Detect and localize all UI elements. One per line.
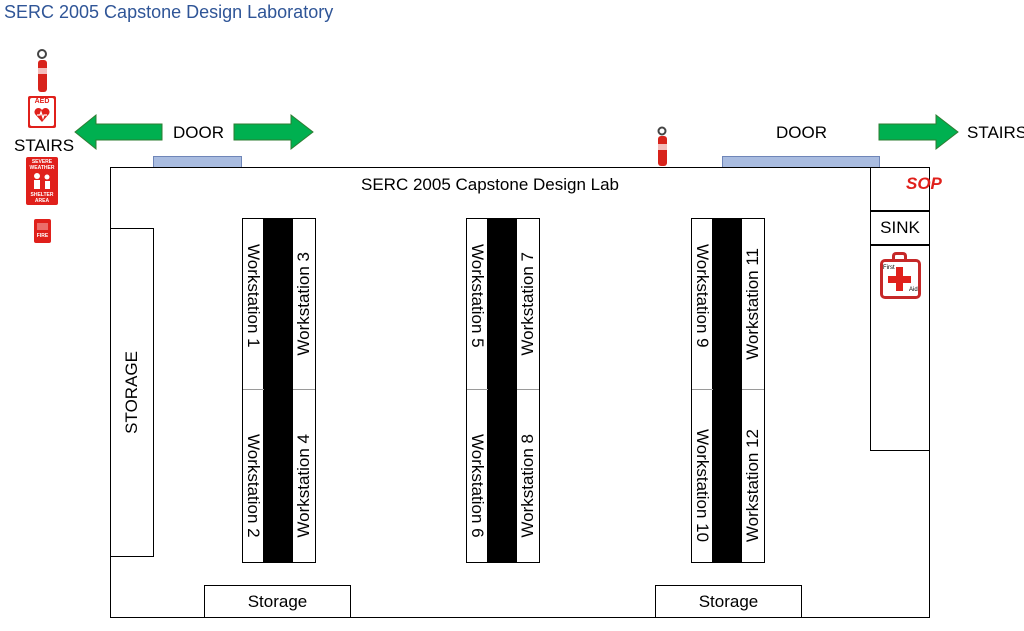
- arrow-right-icon: [878, 113, 959, 151]
- severe-weather-sign: SEVERE WEATHER SHELTER AREA: [26, 157, 58, 205]
- sop-label: SOP: [906, 174, 942, 193]
- workstation-group-1: Workstation 1 Workstation 2 Workstation …: [242, 218, 316, 563]
- fire-extinguisher-icon: [37, 49, 47, 92]
- left-stairs-label: STAIRS: [14, 136, 75, 155]
- sink-divider-top: [870, 210, 930, 212]
- workstation-6[interactable]: Workstation 6: [468, 433, 487, 538]
- workstation-group-2: Workstation 5 Workstation 6 Workstation …: [466, 218, 540, 563]
- left-door-label: DOOR: [173, 123, 224, 142]
- sink-divider-bottom: [870, 244, 930, 246]
- arrow-right-icon: [233, 113, 314, 151]
- workstation-4[interactable]: Workstation 4: [294, 433, 313, 538]
- fire-extinguisher-icon: [657, 126, 667, 166]
- workstation-col-right: [741, 218, 765, 563]
- aed-sign: AED: [28, 96, 56, 128]
- workstation-col-right: [516, 218, 540, 563]
- arrow-left-icon: [74, 113, 163, 151]
- workstation-col-right: [292, 218, 316, 563]
- workstation-2[interactable]: Workstation 2: [244, 433, 263, 538]
- workstation-7[interactable]: Workstation 7: [518, 252, 537, 356]
- workstation-bench: [713, 218, 741, 563]
- workstation-group-3: Workstation 9 Workstation 10 Workstation…: [691, 218, 765, 563]
- workstation-col-left: [691, 218, 713, 563]
- heart-icon: [34, 107, 50, 122]
- people-icon: [34, 173, 50, 189]
- first-aid-kit-icon: First Aid: [879, 252, 922, 300]
- storage-left-label: STORAGE: [122, 351, 141, 434]
- workstation-10[interactable]: Workstation 10: [693, 428, 712, 543]
- workstation-col-left: [466, 218, 488, 563]
- fire-alarm-sign: FIRE: [34, 219, 51, 243]
- right-stairs-label: STAIRS: [967, 123, 1024, 142]
- workstation-1[interactable]: Workstation 1: [244, 244, 263, 348]
- workstation-bench: [264, 218, 292, 563]
- storage-left: STORAGE: [110, 228, 154, 557]
- room-label: SERC 2005 Capstone Design Lab: [361, 175, 619, 194]
- page-title: SERC 2005 Capstone Design Laboratory: [4, 2, 334, 22]
- storage-bottom-right: Storage: [655, 585, 802, 618]
- workstation-12[interactable]: Workstation 12: [743, 428, 762, 543]
- workstation-bench: [488, 218, 516, 563]
- workstation-8[interactable]: Workstation 8: [518, 433, 537, 538]
- workstation-5[interactable]: Workstation 5: [468, 244, 487, 348]
- storage-bottom-left: Storage: [204, 585, 351, 618]
- sink-area: [870, 167, 930, 451]
- workstation-col-left: [242, 218, 264, 563]
- workstation-9[interactable]: Workstation 9: [693, 244, 712, 348]
- sink-label: SINK: [880, 218, 920, 237]
- workstation-3[interactable]: Workstation 3: [294, 252, 313, 356]
- right-door-label: DOOR: [776, 123, 827, 142]
- workstation-11[interactable]: Workstation 11: [743, 248, 762, 360]
